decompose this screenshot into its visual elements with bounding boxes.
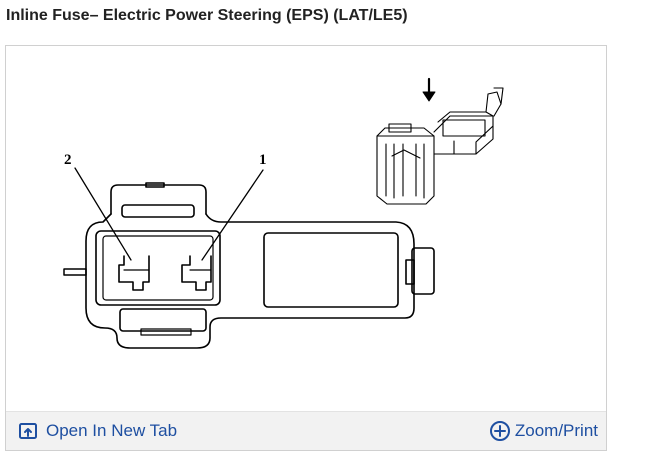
plus-circle-icon [489,420,511,442]
side-window [263,232,399,308]
top-latch-window [121,204,195,218]
zoom-print-label: Zoom/Print [514,421,598,440]
terminal-2 [118,255,150,291]
figure-card: 2 1 [5,45,607,451]
right-cap [411,247,435,295]
inner-cavity [95,230,221,306]
locator-inset [376,77,504,205]
callout-label-2: 2 [64,152,72,168]
callout-line-2 [74,167,132,261]
top-latch-tab [145,182,165,188]
open-in-new-tab-icon [18,422,38,440]
callout-line-1 [201,169,264,261]
terminal-1 [181,255,212,291]
housing-outline [85,213,415,349]
open-in-new-tab-button[interactable]: Open In New Tab [18,412,177,450]
left-stub [63,268,87,276]
connector-diagram: 2 1 [63,77,504,349]
top-latch [110,184,207,215]
page-title: Inline Fuse– Electric Power Steering (EP… [6,7,408,24]
callout-label-1: 1 [259,152,267,168]
figure-toolbar: Open In New Tab Zoom/Print [6,411,606,450]
connector-face-view [63,167,435,349]
open-in-new-tab-label: Open In New Tab [46,421,178,440]
bottom-latch [119,308,207,332]
zoom-print-button[interactable]: Zoom/Print [489,412,598,450]
